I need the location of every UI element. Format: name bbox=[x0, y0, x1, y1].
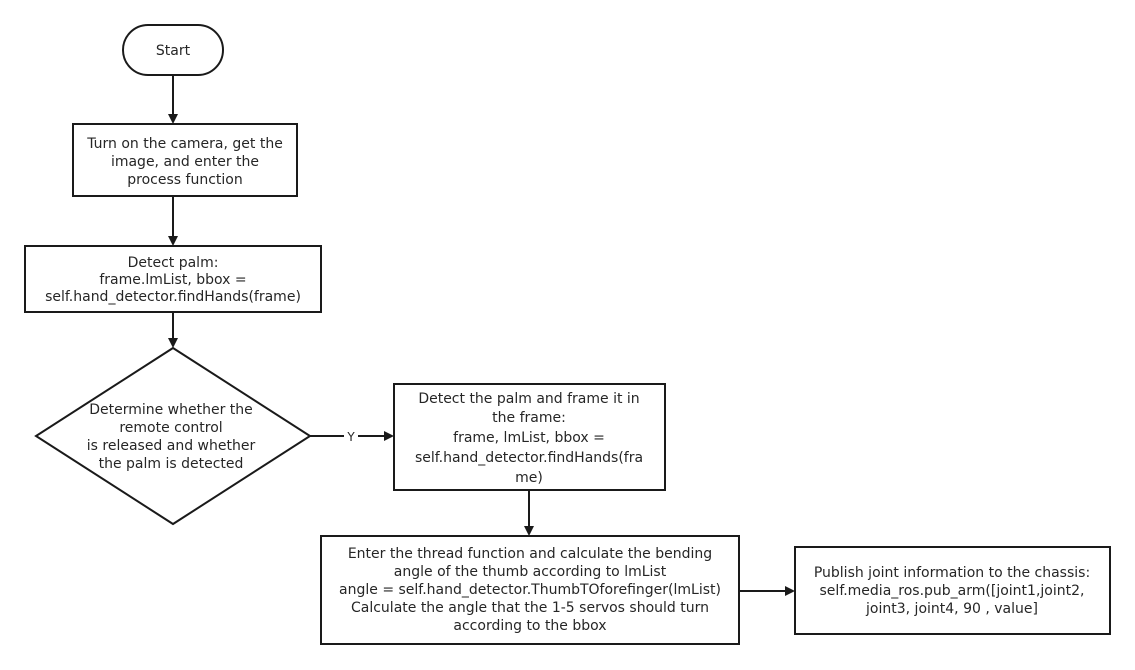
publish-node: Publish joint information to the chassis… bbox=[794, 546, 1111, 635]
arrowhead-thread-to-publish bbox=[785, 586, 795, 596]
edge-label-bg bbox=[344, 428, 358, 444]
detect-palm-line-2: frame.lmList, bbox = bbox=[99, 272, 246, 288]
publish-line-2: self.media_ros.pub_arm([joint1,joint2, bbox=[820, 583, 1085, 599]
frame-palm-box bbox=[393, 383, 666, 491]
decision-line-3: is released and whether bbox=[87, 438, 256, 454]
arrowhead-start-to-camera bbox=[168, 114, 178, 124]
publish-line-3: joint3, joint4, 90 , value] bbox=[865, 601, 1038, 617]
decision-line-4: the palm is detected bbox=[99, 456, 244, 472]
thread-node: Enter the thread function and calculate … bbox=[320, 535, 740, 645]
camera-text-line-3: process function bbox=[127, 172, 242, 188]
arrowhead-detect-to-decision bbox=[168, 338, 178, 348]
frame-palm-line-4: self.hand_detector.findHands(fra bbox=[415, 450, 643, 466]
decision-line-1: Determine whether the bbox=[89, 402, 253, 418]
detect-palm-line-1: Detect palm: bbox=[128, 255, 219, 271]
frame-palm-node: Detect the palm and frame it in the fram… bbox=[393, 383, 666, 491]
thread-line-4: Calculate the angle that the 1-5 servos … bbox=[351, 600, 709, 616]
start-label: Start bbox=[156, 43, 191, 59]
publish-line-1: Publish joint information to the chassis… bbox=[814, 565, 1090, 581]
frame-palm-line-3: frame, lmList, bbox = bbox=[453, 430, 605, 446]
frame-palm-line-5: me) bbox=[515, 470, 543, 486]
camera-box bbox=[72, 123, 298, 197]
thread-line-1: Enter the thread function and calculate … bbox=[348, 546, 712, 562]
thread-line-2: angle of the thumb according to lmList bbox=[394, 564, 667, 580]
detect-palm-box bbox=[24, 245, 322, 313]
thread-box bbox=[320, 535, 740, 645]
edge-label-yes: Y bbox=[346, 430, 355, 444]
decision-diamond bbox=[34, 346, 312, 526]
frame-palm-line-2: the frame: bbox=[492, 410, 566, 426]
decision-line-2: remote control bbox=[119, 420, 222, 436]
thread-line-3: angle = self.hand_detector.ThumbTOforefi… bbox=[339, 582, 721, 598]
detect-palm-node: Detect palm: frame.lmList, bbox = self.h… bbox=[24, 245, 322, 313]
start-node: Start bbox=[122, 24, 224, 76]
frame-palm-line-1: Detect the palm and frame it in bbox=[418, 391, 639, 407]
decision-node: Determine whether the remote control is … bbox=[34, 346, 312, 526]
edges: Y bbox=[168, 75, 795, 596]
publish-box bbox=[794, 546, 1111, 635]
arrowhead-camera-to-detect bbox=[168, 236, 178, 246]
camera-text-line-2: image, and enter the bbox=[111, 154, 259, 170]
thread-line-5: according to the bbox bbox=[453, 618, 606, 634]
arrowhead-decision-to-frame bbox=[384, 431, 394, 441]
detect-palm-line-3: self.hand_detector.findHands(frame) bbox=[45, 289, 301, 305]
start-shape bbox=[122, 24, 224, 76]
camera-text-line-1: Turn on the camera, get the bbox=[86, 136, 283, 152]
camera-node: Turn on the camera, get the image, and e… bbox=[72, 123, 298, 197]
arrowhead-frame-to-thread bbox=[524, 526, 534, 536]
